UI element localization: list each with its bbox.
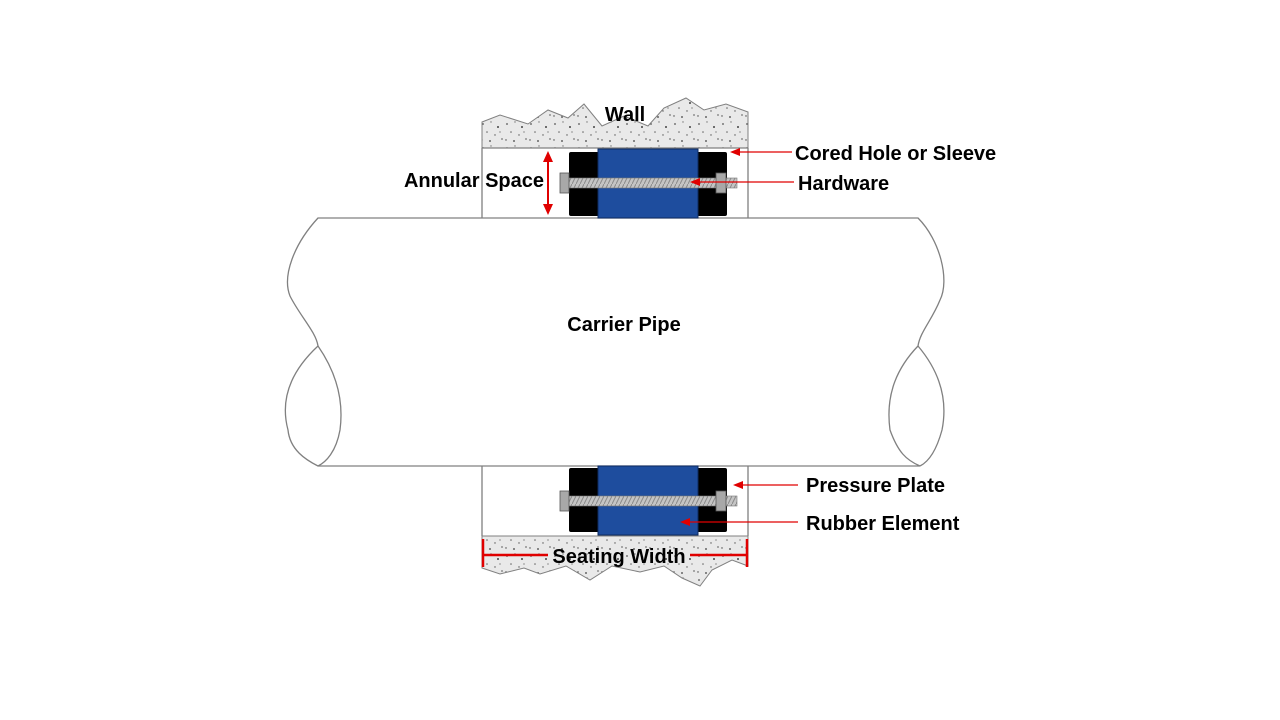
annular-space-arrow (543, 151, 553, 215)
seal-assembly-bottom (559, 465, 738, 536)
bolt-bottom (566, 495, 738, 507)
label-seating-width: Seating Width (552, 546, 685, 568)
label-carrier-pipe: Carrier Pipe (567, 314, 680, 336)
leader-rubber-element (680, 518, 798, 526)
leader-hardware (690, 178, 794, 186)
label-pressure-plate: Pressure Plate (806, 475, 945, 497)
pipe-end-left (317, 345, 342, 467)
wall-top (481, 97, 749, 149)
seating-width-dimension (481, 539, 749, 567)
nut-top-right (715, 172, 727, 194)
label-cored-hole: Cored Hole or Sleeve (795, 143, 996, 165)
carrier-pipe-body (284, 217, 945, 467)
leader-pressure-plate (733, 481, 798, 489)
label-annular-space: Annular Space (404, 170, 544, 192)
cored-hole (481, 147, 749, 536)
wall-bottom (481, 535, 749, 587)
nut-top-left (559, 172, 570, 194)
wall-bottom-section (481, 535, 749, 587)
seal-assembly-top (559, 148, 738, 219)
label-rubber-element: Rubber Element (806, 513, 960, 535)
leader-cored-hole (730, 148, 792, 156)
carrier-pipe (284, 217, 945, 467)
label-wall: Wall (605, 104, 645, 126)
pipe-end-right (917, 345, 945, 467)
nut-bottom-right (715, 490, 727, 512)
nut-bottom-left (559, 490, 570, 512)
bolt-top (566, 177, 738, 189)
wall-top-section (481, 97, 749, 149)
label-hardware: Hardware (798, 173, 889, 195)
